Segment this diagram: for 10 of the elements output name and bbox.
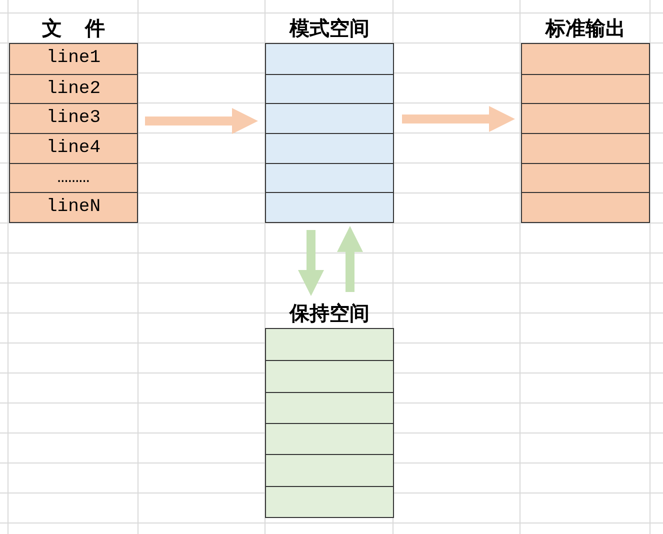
arrow [337,226,363,292]
arrow [145,108,258,134]
arrow [402,106,515,132]
text-row: ……… [10,162,137,192]
arrow [298,230,324,296]
column-heading: 模式空间 [288,15,370,42]
column-heading: 保持空间 [288,300,370,327]
text-row: line2 [10,74,137,104]
column-heading: 标准输出 [544,15,626,42]
column-heading: 文 件 [41,15,106,42]
